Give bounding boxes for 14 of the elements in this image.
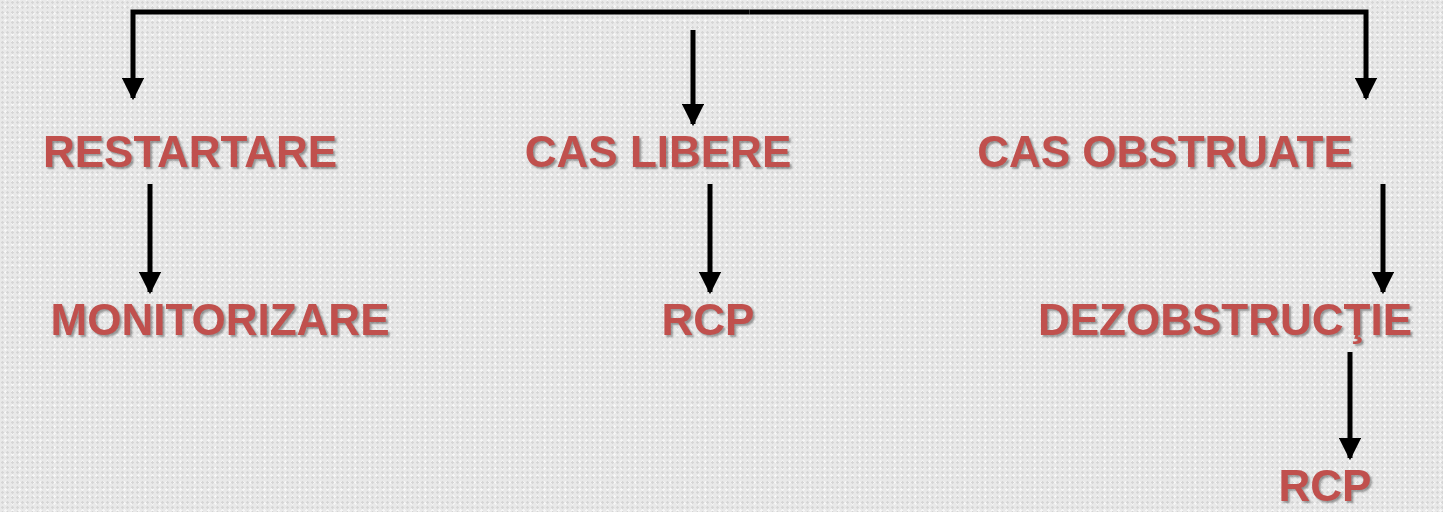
step-label: RESTARTARE bbox=[42, 128, 338, 176]
step-label: DEZOBSTRUCŢIE bbox=[1038, 296, 1412, 344]
arrow bbox=[698, 184, 722, 295]
arrow bbox=[121, 9, 750, 101]
arrow bbox=[1338, 352, 1362, 461]
step-label: CAS OBSTRUATE bbox=[977, 128, 1353, 176]
step-label: CAS LIBERE bbox=[524, 128, 792, 176]
arrow bbox=[138, 184, 162, 295]
step-label: MONITORIZARE bbox=[50, 296, 390, 344]
arrow bbox=[681, 30, 705, 127]
step-label: RCP bbox=[661, 296, 755, 344]
arrow bbox=[749, 9, 1378, 101]
step-label: RCP bbox=[1278, 462, 1372, 510]
arrow bbox=[1371, 184, 1395, 295]
